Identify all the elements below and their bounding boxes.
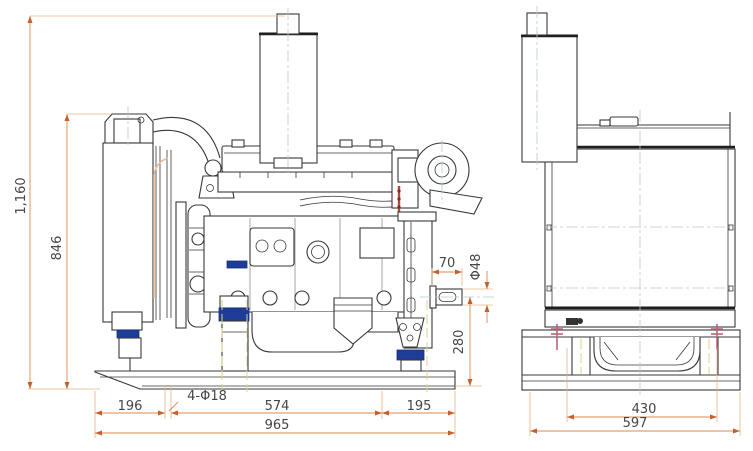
dim-shaft-length: 70	[431, 256, 463, 286]
dim-mounting-width: 430	[567, 402, 717, 420]
radiator-cap-icon	[137, 116, 145, 124]
vibration-isolator-front	[116, 329, 140, 339]
dimensions-end: 430 597	[529, 348, 741, 436]
dim-overall-height: 1,160	[14, 15, 285, 390]
oil-filter	[333, 297, 373, 345]
radiator-core	[102, 142, 154, 323]
dim-label-overall-width: 597	[623, 416, 648, 431]
dim-label-shaft-height: 280	[452, 330, 467, 355]
dim-label-front-overhang: 196	[118, 399, 143, 414]
radiator-bracket	[111, 311, 143, 331]
mounting-bolt-right	[711, 324, 723, 350]
fuel-filter-icon	[306, 240, 330, 264]
radiator-side	[102, 113, 172, 371]
air-cleaner-bracket	[429, 189, 483, 215]
dim-bottom-chain: 196 4-Φ18 574 195 965	[94, 385, 456, 438]
muffler-side	[259, 13, 318, 169]
dim-label-shaft-diameter: Φ48	[469, 254, 484, 281]
dim-label-overall-height: 1,160	[14, 177, 29, 214]
dim-label-hole-spacing: 574	[265, 399, 290, 414]
injection-pump	[249, 227, 295, 267]
oil-pan-end	[593, 337, 701, 372]
dim-label-shaft-length: 70	[439, 256, 456, 271]
rear-engine-foot	[395, 317, 425, 372]
dim-label-radiator-height: 846	[50, 236, 65, 261]
dim-label-rear-overhang: 195	[407, 399, 432, 414]
dimensions-side: 1,160 846 70 Φ48 280	[14, 15, 493, 438]
dim-shaft-diameter: Φ48	[463, 254, 493, 323]
dim-radiator-height: 846	[50, 113, 110, 389]
base-frame-side	[94, 370, 456, 390]
end-view	[521, 12, 741, 391]
side-view	[94, 13, 483, 390]
radiator-cap-end	[609, 116, 639, 127]
front-engine-foot	[218, 295, 250, 372]
base-frame-end	[521, 324, 741, 391]
cylinder-head	[217, 171, 397, 193]
muffler-end	[521, 12, 578, 163]
radiator-filler	[113, 118, 141, 144]
dim-label-overall-length: 965	[265, 418, 290, 433]
dim-shaft-height: 280	[452, 297, 482, 387]
drain-cock-icon	[566, 318, 578, 325]
hose-highlight	[153, 157, 169, 298]
oil-pan-side	[251, 312, 399, 353]
centerlines	[127, 6, 735, 396]
dim-label-mounting-width: 430	[632, 402, 657, 417]
dim-label-mounting-holes: 4-Φ18	[187, 389, 227, 404]
pulley-icon	[191, 232, 205, 246]
dim-overall-width: 597	[530, 416, 740, 434]
mounting-bolt-left	[551, 324, 563, 350]
